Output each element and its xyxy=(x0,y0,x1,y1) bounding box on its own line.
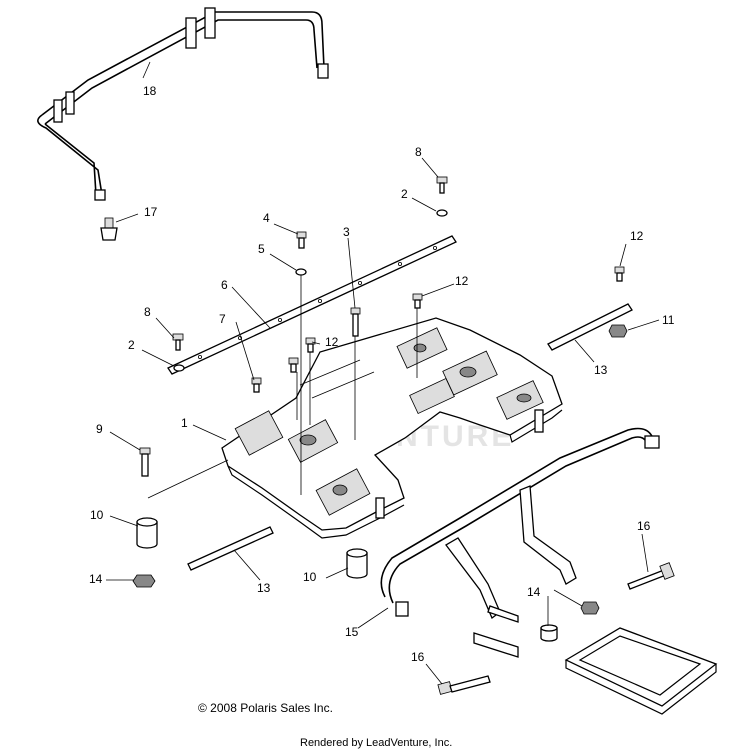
part-15-lower-rail xyxy=(380,427,660,658)
callout-6: 6 xyxy=(221,278,228,292)
part-16-bolts xyxy=(437,562,675,695)
copyright-text: © 2008 Polaris Sales Inc. xyxy=(198,701,333,715)
callout-8-left: 8 xyxy=(144,305,151,319)
tray-plate xyxy=(564,627,718,715)
callout-4: 4 xyxy=(263,211,270,225)
callout-3: 3 xyxy=(343,225,350,239)
callout-2-left: 2 xyxy=(128,338,135,352)
callout-16-right: 16 xyxy=(637,519,651,533)
callout-12-mid: 12 xyxy=(455,274,469,288)
callout-17: 17 xyxy=(144,205,158,219)
part-13-strips xyxy=(187,303,633,571)
part-18-rear-bumper-tube xyxy=(37,7,329,201)
part-14-nuts xyxy=(132,574,600,642)
callout-10-left: 10 xyxy=(90,508,104,522)
callout-9: 9 xyxy=(96,422,103,436)
leader-lines xyxy=(106,61,660,685)
callout-11: 11 xyxy=(662,313,675,327)
callout-2-top: 2 xyxy=(401,187,408,201)
callout-12-right: 12 xyxy=(630,229,644,243)
reference-lines xyxy=(296,275,418,495)
callout-12-center: 12 xyxy=(325,335,339,349)
callout-14-right: 14 xyxy=(527,585,541,599)
part-10-spacers xyxy=(136,517,368,579)
callout-1: 1 xyxy=(181,416,188,430)
callout-18: 18 xyxy=(143,84,157,98)
hardware-top xyxy=(139,176,628,477)
callout-5: 5 xyxy=(258,242,265,256)
part-1-rear-rack xyxy=(221,317,563,539)
callout-7: 7 xyxy=(219,312,226,326)
rendered-by-text: Rendered by LeadVenture, Inc. xyxy=(300,737,452,749)
callout-16-bottom: 16 xyxy=(411,650,425,664)
part-6-support-strip xyxy=(167,235,457,375)
callout-labels: 18 17 8 2 4 3 5 12 6 8 7 12 2 12 11 13 1… xyxy=(89,84,675,664)
callout-13-left: 13 xyxy=(257,581,271,595)
part-17-push-rivet xyxy=(100,217,118,241)
callout-10-center: 10 xyxy=(303,570,317,584)
callout-14-left: 14 xyxy=(89,572,103,586)
callout-13-right: 13 xyxy=(594,363,608,377)
callout-15: 15 xyxy=(345,625,359,639)
callout-8-top: 8 xyxy=(415,145,422,159)
